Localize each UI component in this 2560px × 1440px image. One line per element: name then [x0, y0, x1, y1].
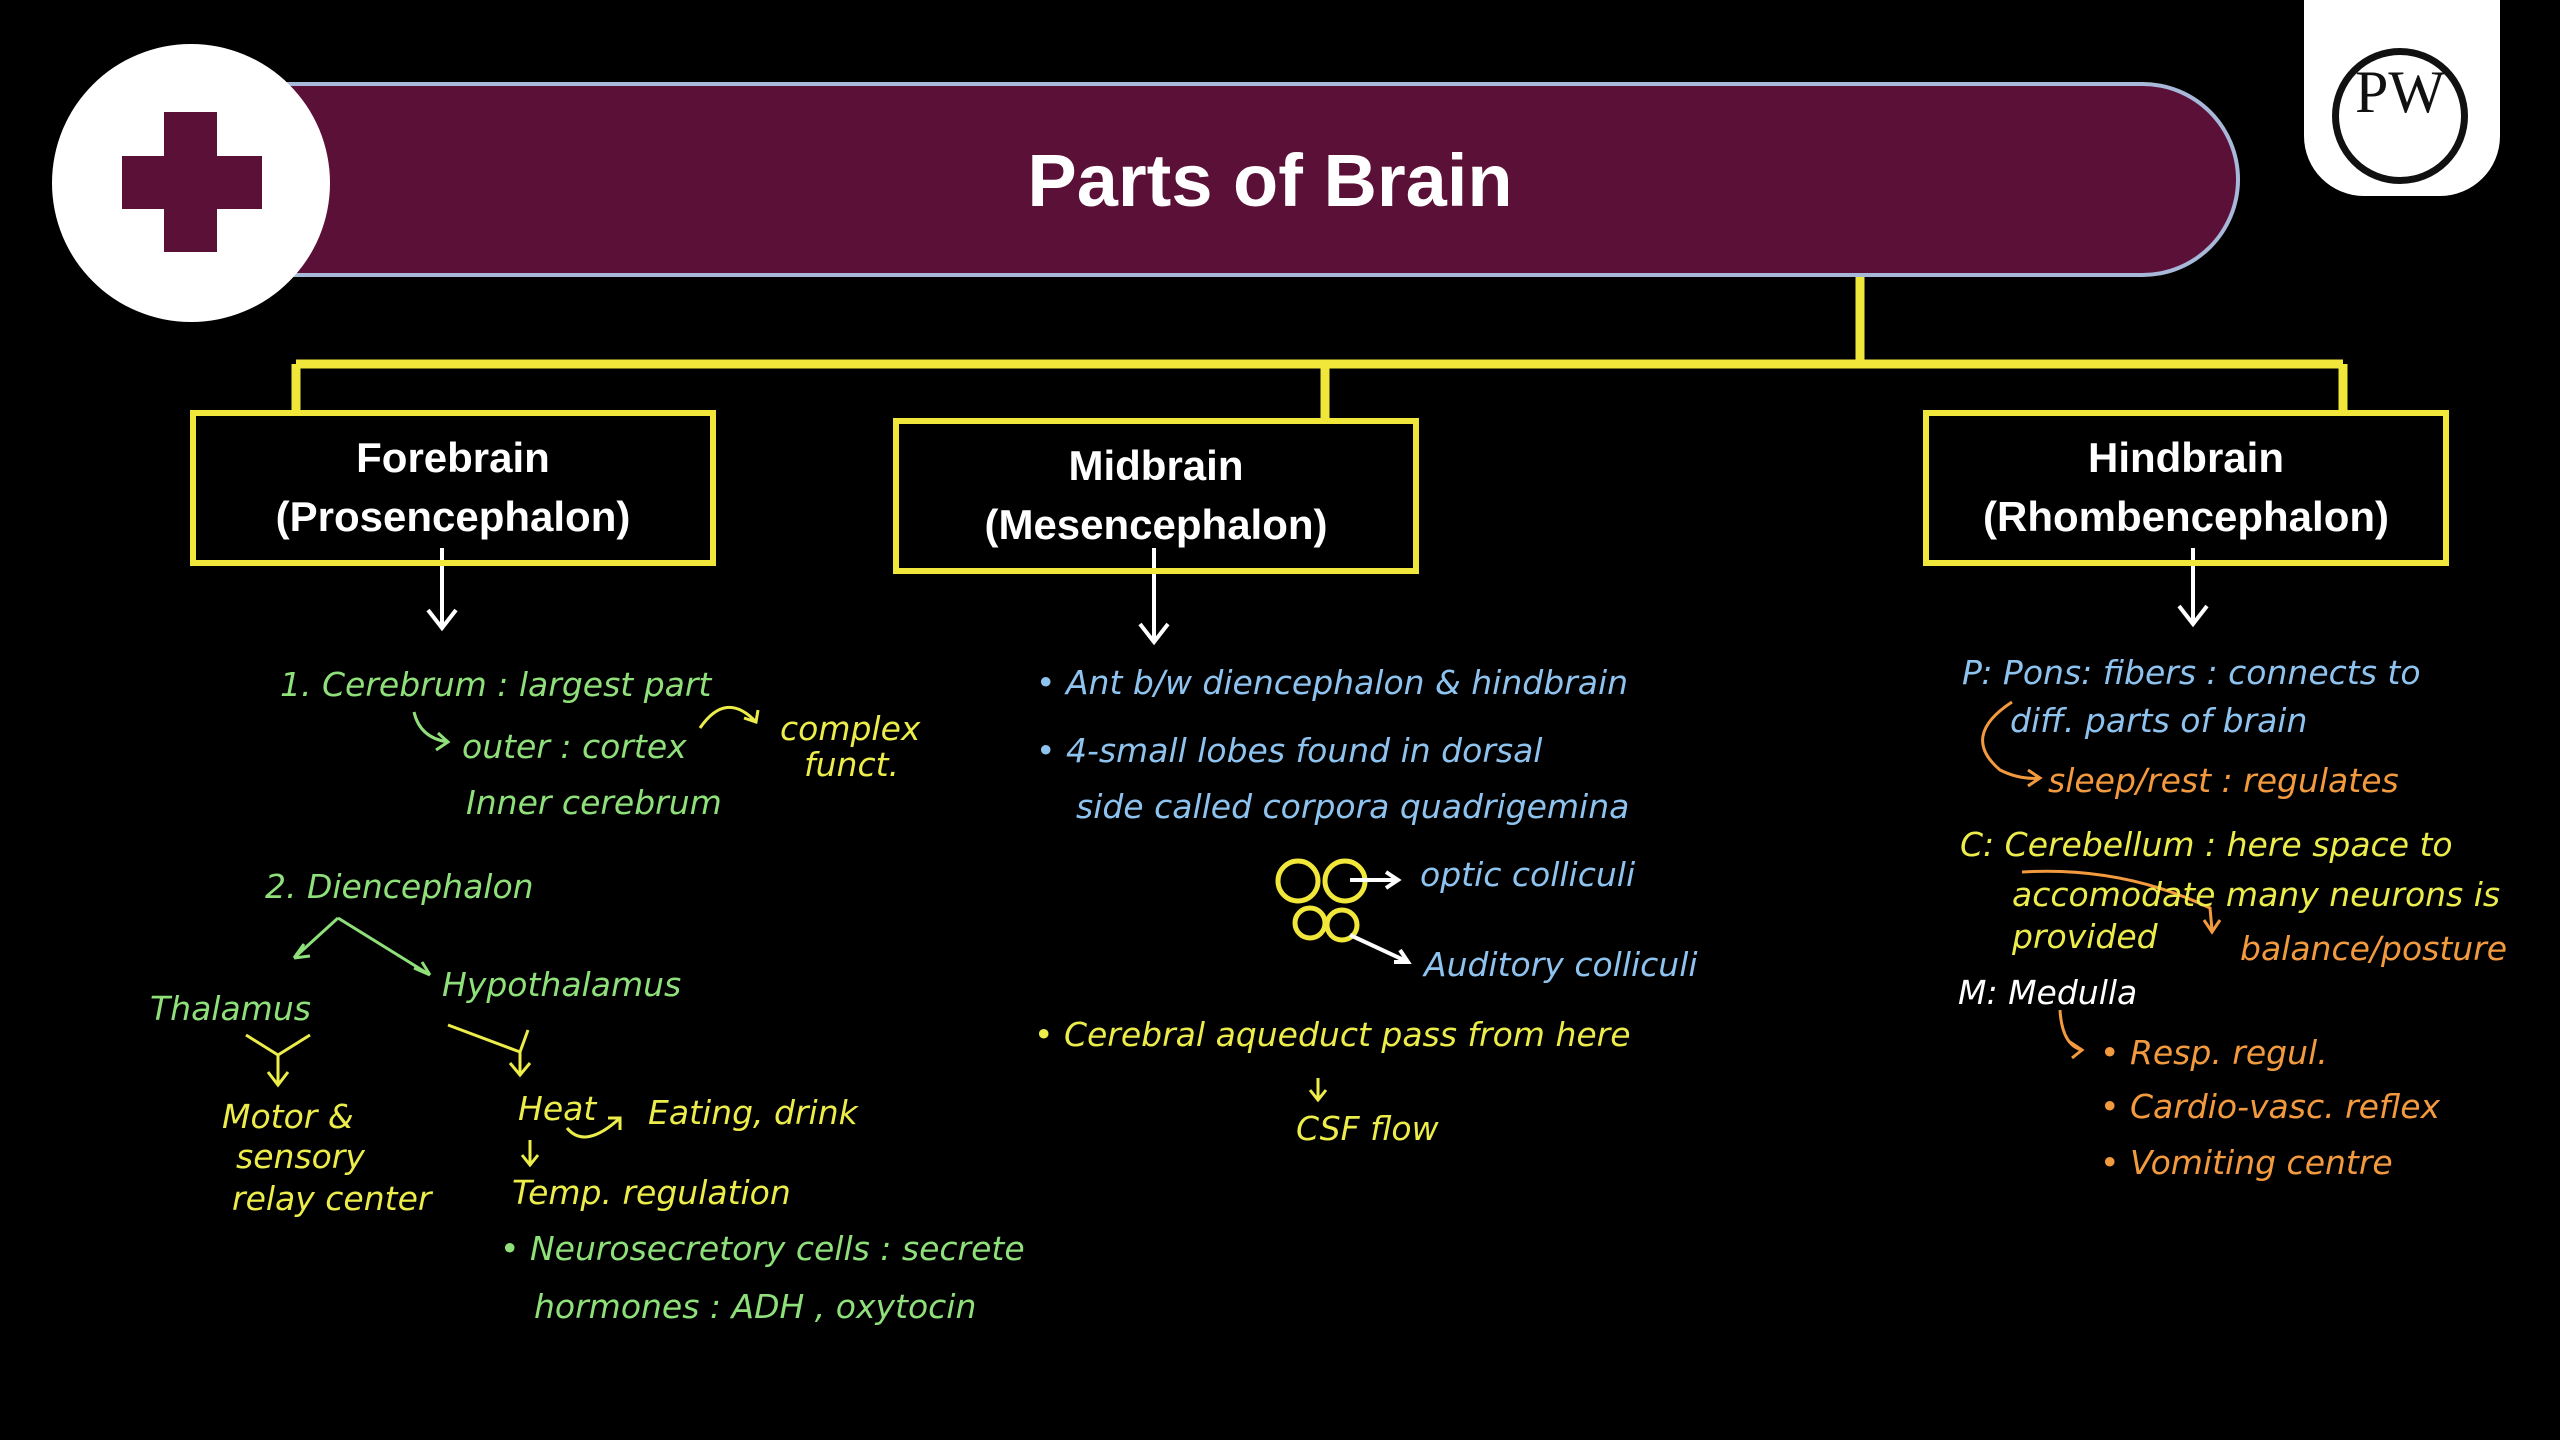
title-banner	[255, 82, 2240, 277]
note-outer-cortex: outer : cortex	[462, 727, 687, 766]
optic-arrow	[1350, 870, 1402, 890]
curved-arrow-icon	[1981, 700, 2043, 788]
midbrain-down-arrow	[1138, 548, 1170, 646]
note-vomiting-centre: • Vomiting centre	[2100, 1143, 2393, 1182]
hindbrain-box: Hindbrain (Rhombencephalon)	[1923, 410, 2449, 566]
pw-logo-ring	[2332, 48, 2468, 184]
note-lobes: • 4-small lobes found in dorsal	[1036, 731, 1543, 770]
note-cerebral-aqueduct: • Cerebral aqueduct pass from here	[1034, 1015, 1631, 1054]
thalamus-arrow	[245, 1033, 311, 1088]
note-relay-center: relay center	[232, 1179, 432, 1218]
corpora-quadrigemina-icon	[1275, 858, 1368, 943]
box-title: Hindbrain	[2088, 434, 2284, 482]
heat-arrow	[565, 1116, 622, 1139]
heat-down-arrow	[520, 1140, 540, 1168]
auditory-arrow	[1349, 933, 1412, 964]
box-subtitle: (Mesencephalon)	[984, 501, 1328, 548]
csf-down-arrow	[1308, 1078, 1328, 1103]
note-sleep-rest: sleep/rest : regulates	[2048, 761, 2399, 800]
box-subtitle: (Rhombencephalon)	[1983, 493, 2389, 540]
tree-connectors	[291, 276, 2348, 418]
note-medulla: M: Medulla	[1958, 973, 2138, 1012]
box-title: Forebrain	[356, 434, 550, 482]
note-optic-colliculi: optic colliculi	[1420, 855, 1636, 894]
note-motor: Motor &	[222, 1097, 354, 1136]
hypothalamus-arrow	[447, 1023, 532, 1078]
note-resp-regul: • Resp. regul.	[2100, 1033, 2328, 1072]
note-accomodate: accomodate many neurons is	[2012, 875, 2501, 914]
note-corpora-quadrigemina: side called corpora quadrigemina	[1076, 787, 1630, 826]
note-eating-drink: Eating, drink	[648, 1093, 858, 1132]
curved-arrow-icon	[412, 711, 451, 752]
note-temp-regulation: Temp. regulation	[512, 1173, 791, 1212]
note-neurosecretory: • Neurosecretory cells : secrete	[500, 1229, 1025, 1268]
note-thalamus: Thalamus	[150, 989, 311, 1028]
note-funct: funct.	[804, 745, 900, 784]
note-auditory-colliculi: Auditory colliculi	[1424, 945, 1698, 984]
curved-arrow-icon	[698, 705, 760, 729]
box-title: Midbrain	[1068, 442, 1244, 490]
note-diff-parts: diff. parts of brain	[2010, 701, 2308, 740]
note-inner-cerebrum: Inner cerebrum	[466, 783, 722, 822]
note-diencephalon: 2. Diencephalon	[265, 867, 534, 906]
note-heat: Heat	[518, 1089, 597, 1128]
note-csf-flow: CSF flow	[1296, 1109, 1439, 1148]
note-midbrain-location: • Ant b/w diencephalon & hindbrain	[1036, 663, 1629, 702]
note-balance-posture: balance/posture	[2240, 929, 2508, 968]
midbrain-box: Midbrain (Mesencephalon)	[893, 418, 1419, 574]
note-pons: P: Pons: fibers : connects to	[1962, 653, 2421, 692]
curved-arrow-icon	[2058, 1009, 2085, 1060]
curved-arrow-icon	[2021, 869, 2222, 935]
branch-arrows	[292, 916, 432, 977]
note-complex: complex	[780, 709, 921, 748]
note-provided: provided	[2012, 917, 2158, 956]
note-cerebrum: 1. Cerebrum : largest part	[280, 665, 712, 704]
note-cardio-vasc: • Cardio-vasc. reflex	[2100, 1087, 2441, 1126]
note-hormones: hormones : ADH , oxytocin	[534, 1287, 977, 1326]
note-sensory: sensory	[236, 1137, 365, 1176]
plus-icon-bar	[122, 156, 262, 209]
forebrain-box: Forebrain (Prosencephalon)	[190, 410, 716, 566]
note-cerebellum: C: Cerebellum : here space to	[1960, 825, 2453, 864]
page-title: Parts of Brain	[1027, 139, 1513, 222]
pw-logo: PW	[2355, 59, 2445, 125]
note-hypothalamus: Hypothalamus	[442, 965, 682, 1004]
box-subtitle: (Prosencephalon)	[275, 493, 631, 540]
